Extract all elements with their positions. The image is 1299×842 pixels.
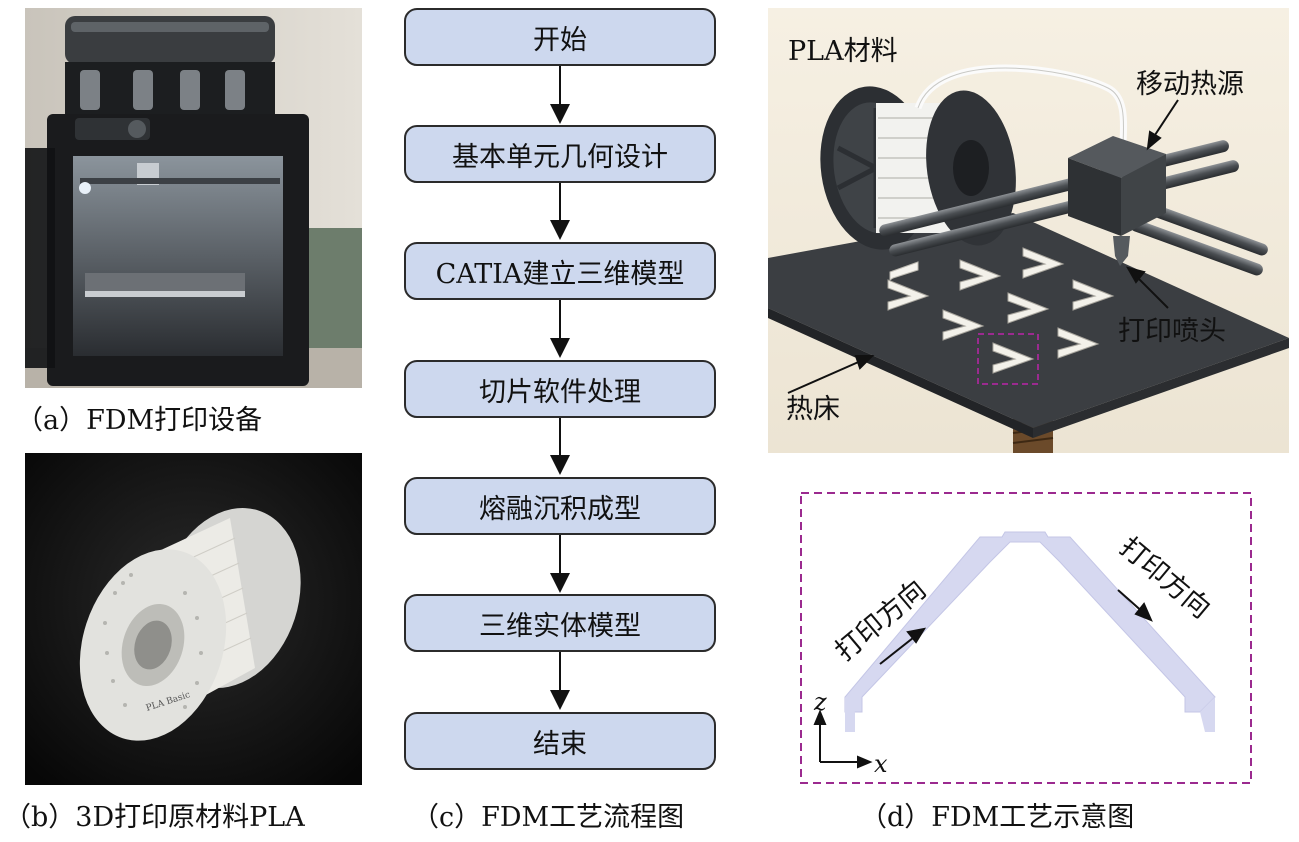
nozzle-label: 打印喷头 [1118,316,1226,347]
caption-c: （c）FDM工艺流程图 [412,802,685,833]
flow-step-slicing: 切片软件处理 [404,360,716,418]
caption-d: （d）FDM工艺示意图 [860,802,1135,833]
flow-step-end: 结束 [404,712,716,770]
flow-step-fdm-forming: 熔融沉积成型 [404,477,716,535]
z-axis-label: z [813,688,827,716]
pla-material-label: PLA材料 [788,36,898,67]
caption-b: （b）3D打印原材料PLA [4,802,305,833]
caption-a: （a）FDM打印设备 [16,405,263,436]
fdm-schematic: 打印方向 打印方向 z x [800,492,1252,784]
flow-step-catia-model: CATIA建立三维模型 [404,242,716,300]
heat-source-label: 移动热源 [1136,69,1244,100]
flow-step-solid-model: 三维实体模型 [404,594,716,652]
spool-photo: PLA Basic [25,453,362,785]
flow-arrows [550,66,570,710]
x-axis-label: x [874,750,888,778]
schematic-frame [800,492,1252,784]
printer-photo [25,8,362,388]
flow-step-geometry-design: 基本单元几何设计 [404,125,716,183]
flow-step-start: 开始 [404,8,716,66]
fdm-illustration: PLA材料 移动热源 打印喷头 热床 [768,8,1289,453]
heat-bed-label: 热床 [786,394,840,425]
